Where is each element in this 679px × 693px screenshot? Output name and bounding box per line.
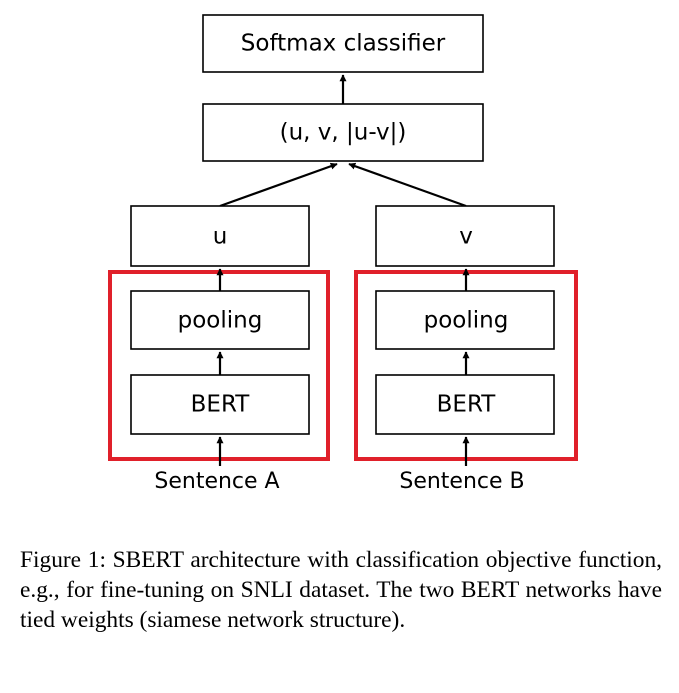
v-output-label: v <box>459 224 473 250</box>
left-pooling-label: pooling <box>178 308 263 334</box>
softmax-classifier-label: Softmax classifier <box>241 31 446 57</box>
left-pooling-box <box>130 290 310 350</box>
concat-box <box>202 103 484 162</box>
sentence-b-label: Sentence B <box>399 469 524 494</box>
concat-label: (u, v, |u-v|) <box>280 120 407 146</box>
right-pooling-label: pooling <box>424 308 509 334</box>
left-bert-label: BERT <box>191 392 251 418</box>
arrow-v-to-concat <box>348 162 467 208</box>
v-output-box <box>375 205 555 267</box>
softmax-classifier-box <box>202 14 484 73</box>
right-pooling-box <box>375 290 555 350</box>
arrow-u-to-concat <box>219 162 338 208</box>
right-bert-box <box>375 374 555 435</box>
sentence-a-label: Sentence A <box>154 469 279 494</box>
sbert-architecture-diagram: Softmax classifier (u, v, |u-v|) u pooli… <box>108 14 578 494</box>
left-bert-box <box>130 374 310 435</box>
right-bert-label: BERT <box>437 392 497 418</box>
u-output-label: u <box>213 224 228 250</box>
figure-caption: Figure 1: SBERT architecture with classi… <box>20 547 662 633</box>
u-output-box <box>130 205 310 267</box>
